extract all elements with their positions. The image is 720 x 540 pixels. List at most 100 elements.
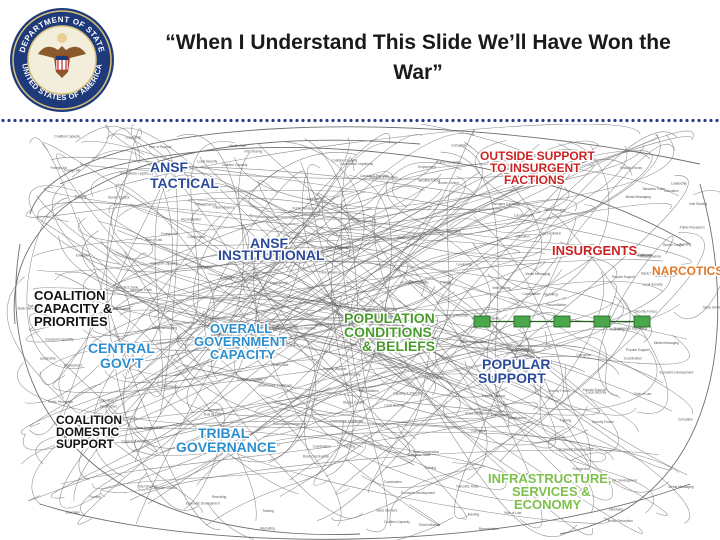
diagram-edge bbox=[100, 444, 366, 497]
cluster-label-halo: ANSF bbox=[150, 159, 189, 175]
diagram-node: Media Messaging bbox=[152, 326, 177, 330]
diagram-node: Capacity & Priorities bbox=[393, 392, 422, 396]
diagram-node: Coordination bbox=[313, 444, 331, 448]
diagram-edge bbox=[112, 241, 573, 287]
diagram-node: Media Messaging bbox=[367, 316, 392, 320]
diagram-edge bbox=[282, 141, 365, 313]
diagram-edge bbox=[119, 309, 591, 492]
diagram-node: Tribal Influence bbox=[319, 271, 341, 275]
diagram-node: Recruiting bbox=[610, 327, 625, 331]
cluster-label-population_1: POPULATION bbox=[344, 310, 435, 326]
diagram-node: Foreign Aid bbox=[347, 334, 363, 338]
diagram-edge bbox=[357, 144, 483, 305]
diagram-edge bbox=[22, 298, 346, 451]
diagram-node: Leadership bbox=[456, 263, 472, 267]
diagram-edge bbox=[195, 313, 359, 401]
diagram-node: Road Construction bbox=[465, 412, 492, 416]
diagram-edge bbox=[92, 222, 306, 337]
diagram-edge bbox=[82, 321, 193, 345]
diagram-node: Road Construction bbox=[398, 235, 425, 239]
diagram-node: Border Control bbox=[506, 357, 527, 361]
diagram-node: Intel Sharing bbox=[138, 485, 156, 489]
diagram-edge bbox=[203, 437, 610, 524]
cluster-label-halo: CAPACITY bbox=[210, 347, 276, 362]
diagram-edge bbox=[186, 136, 693, 414]
diagram-edge bbox=[276, 205, 432, 345]
diagram-edge bbox=[374, 185, 484, 415]
diagram-node: Intel Sharing bbox=[220, 334, 238, 338]
diagram-node: Narcotics Trade bbox=[643, 187, 666, 191]
diagram-edge bbox=[196, 156, 575, 486]
diagram-node: Insurgent Capability bbox=[150, 262, 179, 266]
diagram-node: Media Messaging bbox=[626, 195, 651, 199]
diagram-node: Fear of Reprisal bbox=[149, 145, 172, 149]
diagram-edge bbox=[279, 364, 437, 497]
green-box-chain bbox=[473, 315, 651, 328]
diagram-node: Road Construction bbox=[460, 340, 487, 344]
green-node-box bbox=[633, 315, 651, 328]
diagram-edge bbox=[317, 193, 601, 412]
diagram-node: Training bbox=[27, 304, 39, 308]
diagram-node: Coalition Capacity bbox=[54, 135, 80, 139]
diagram-node: Basic Services bbox=[655, 274, 676, 278]
diagram-edge bbox=[15, 243, 361, 536]
diagram-node: Training bbox=[262, 509, 274, 513]
diagram-edge bbox=[304, 138, 417, 457]
diagram-node: Health Care bbox=[315, 323, 332, 327]
cluster-label-halo: CONDITIONS bbox=[344, 324, 432, 340]
diagram-edge bbox=[110, 128, 528, 479]
diagram-edge bbox=[111, 193, 250, 267]
diagram-edge bbox=[90, 166, 682, 248]
cluster-label-tribal_1: TRIBAL bbox=[198, 425, 250, 441]
diagram-node: Public Perception bbox=[48, 400, 73, 404]
diagram-node: Rule of Law bbox=[204, 413, 222, 417]
diagram-node: Economic Development bbox=[401, 491, 435, 495]
cluster-label-overall_gov_1: OVERALL bbox=[210, 321, 272, 336]
diagram-node: Security Forces bbox=[635, 310, 658, 314]
diagram-node: Education bbox=[664, 189, 678, 193]
cluster-label-population_3: & BELIEFS bbox=[362, 338, 435, 354]
diagram-edge bbox=[80, 141, 619, 454]
diagram-edge bbox=[271, 143, 540, 347]
cluster-label-halo: SERVICES & bbox=[512, 484, 591, 499]
diagram-edge bbox=[597, 235, 674, 398]
diagram-node: Health Care bbox=[100, 404, 117, 408]
diagram-node: Local Security bbox=[340, 372, 360, 376]
cluster-label-halo: INSURGENTS bbox=[552, 243, 638, 258]
diagram-node: Popular Support bbox=[323, 367, 346, 371]
diagram-edge bbox=[130, 203, 617, 282]
title-line-1: “When I Understand This Slide We’ll Have… bbox=[165, 31, 671, 54]
cluster-label-coalition_dom_1: COALITION bbox=[56, 413, 122, 427]
diagram-node: Employment bbox=[418, 165, 436, 169]
cluster-label-halo: GOVERNMENT bbox=[194, 334, 287, 349]
diagram-edge bbox=[332, 162, 462, 209]
diagram-edge bbox=[337, 174, 392, 445]
diagram-node: Health Care bbox=[301, 250, 318, 254]
diagram-node: Popular Support bbox=[583, 388, 606, 392]
cluster-label-halo: GOV’T bbox=[100, 355, 144, 371]
diagram-edge bbox=[673, 190, 720, 320]
diagram-edge bbox=[58, 235, 358, 346]
diagram-node: Employment bbox=[509, 416, 527, 420]
diagram-edge bbox=[36, 246, 415, 272]
diagram-edge bbox=[302, 239, 381, 272]
diagram-node: Local Security bbox=[197, 160, 217, 164]
green-node-box bbox=[553, 315, 571, 328]
title-line-2: War” bbox=[393, 61, 443, 84]
diagram-node: Public Perception bbox=[437, 161, 462, 165]
diagram-node: Funding bbox=[89, 495, 101, 499]
diagram-edge bbox=[135, 225, 324, 525]
diagram-node: Coordination bbox=[624, 356, 642, 360]
diagram-edge bbox=[392, 163, 679, 208]
diagram-node: Popular Support bbox=[482, 394, 505, 398]
diagram-edge bbox=[289, 161, 321, 217]
cluster-labels: ANSFANSFTACTICALTACTICALANSFANSFINSTITUT… bbox=[33, 148, 720, 514]
diagram-edge bbox=[28, 313, 158, 453]
diagram-node: Sanctuary bbox=[637, 254, 652, 258]
diagram-node: Training bbox=[440, 280, 452, 284]
diagram-edge bbox=[29, 128, 143, 435]
diagram-edge bbox=[486, 355, 589, 439]
cluster-label-ansf_inst_2: INSTITUTIONAL bbox=[218, 247, 325, 263]
diagram-node: Reconciliation bbox=[541, 232, 561, 236]
diagram-edge bbox=[42, 142, 643, 534]
